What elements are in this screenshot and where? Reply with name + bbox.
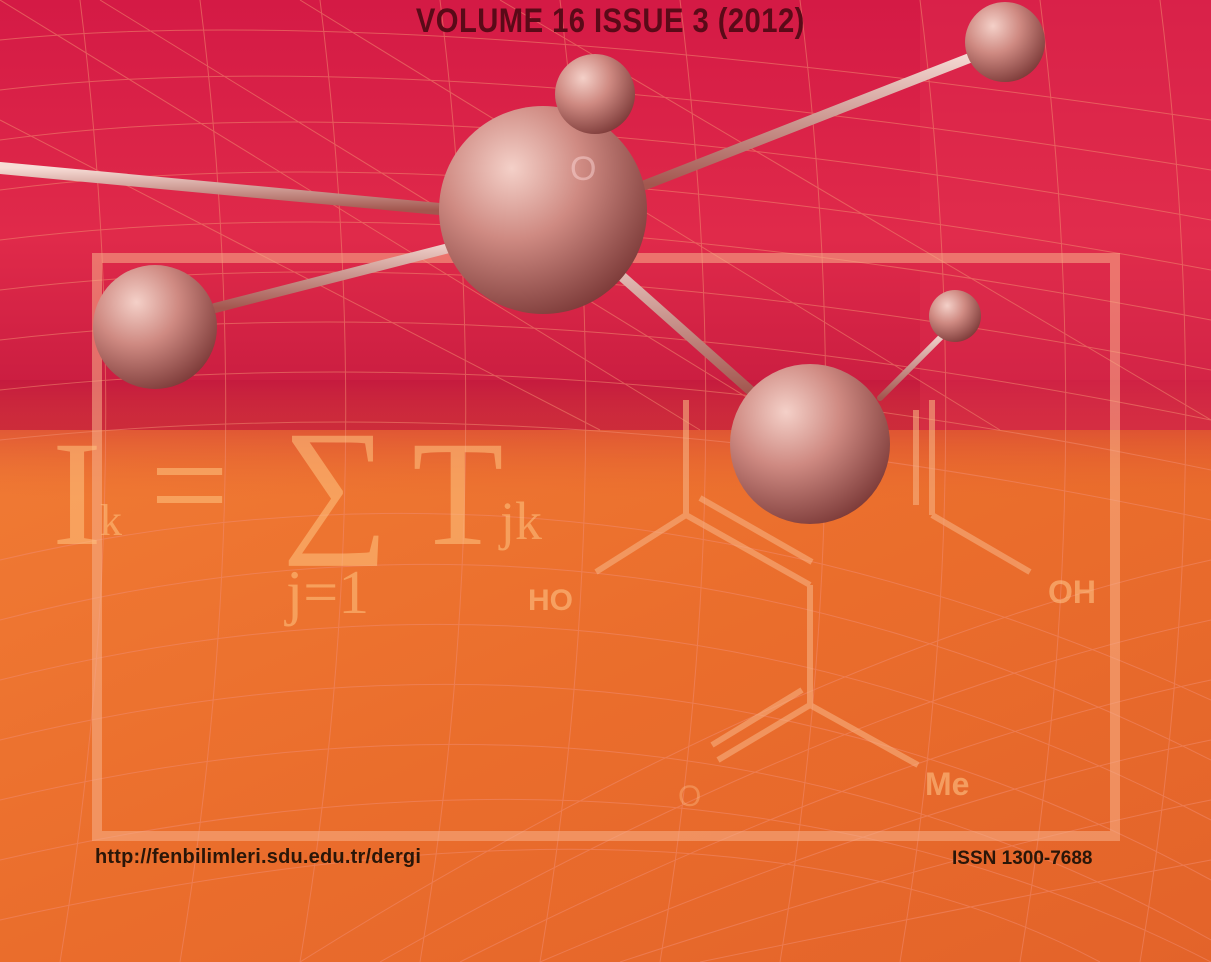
formula-term: T	[412, 411, 504, 577]
volume-issue-title: VOLUME 16 ISSUE 3 (2012)	[415, 2, 805, 40]
journal-url: http://fenbilimleri.sdu.edu.tr/dergi	[95, 846, 422, 868]
formula-symbol: I	[52, 411, 102, 577]
formula-term-subscript: jk	[500, 491, 543, 551]
formula-sum-lower-limit: j=1	[286, 559, 370, 627]
formula-subscript: k	[100, 496, 122, 545]
formula-sum-sign: ∑	[282, 401, 389, 567]
molecule-label-o-top: O	[570, 150, 597, 188]
molecule-label-me: Me	[925, 766, 970, 802]
formula-equals: =	[150, 408, 229, 563]
molecule-label-o-bottom: O	[678, 780, 702, 813]
molecule-label-ho: HO	[528, 584, 573, 617]
issn-number: ISSN 1300-7688	[952, 848, 1093, 869]
molecule-label-oh: OH	[1048, 574, 1096, 610]
